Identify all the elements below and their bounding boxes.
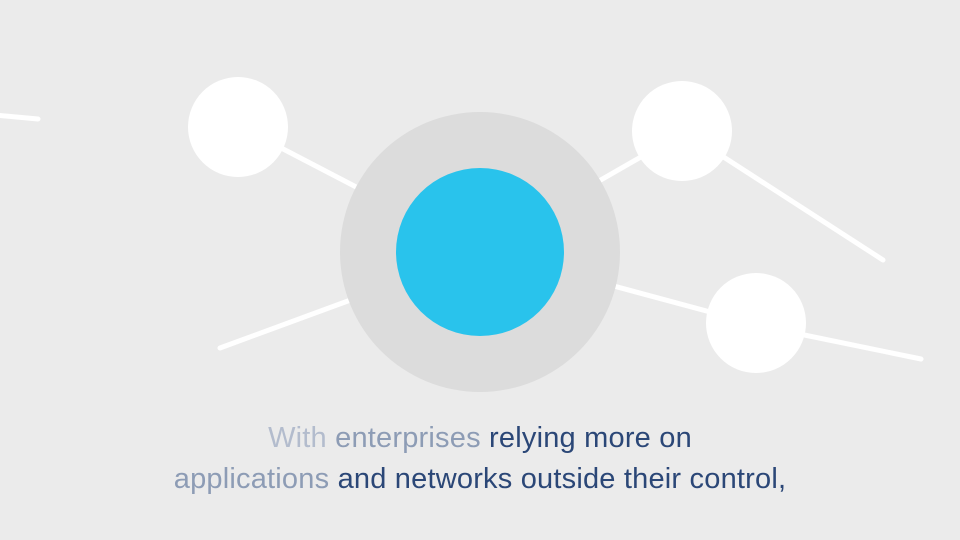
node-top-left [188, 77, 288, 177]
caption-line-2: applications and networks outside their … [0, 459, 960, 500]
caption-phrase-networks: and networks outside their control, [337, 463, 787, 495]
caption-word-with: With [268, 422, 336, 454]
link-topright-outer [702, 142, 886, 263]
caption: With enterprises relying more on applica… [0, 418, 960, 500]
node-bottom-right [706, 273, 806, 373]
caption-phrase-relying: relying more on [489, 422, 692, 454]
caption-word-applications: applications [173, 463, 338, 495]
link-edge-left [0, 112, 41, 122]
hub-node [396, 168, 564, 336]
caption-word-enterprises: enterprises [335, 422, 490, 454]
caption-line-1: With enterprises relying more on [0, 418, 960, 459]
node-top-right [632, 81, 732, 181]
